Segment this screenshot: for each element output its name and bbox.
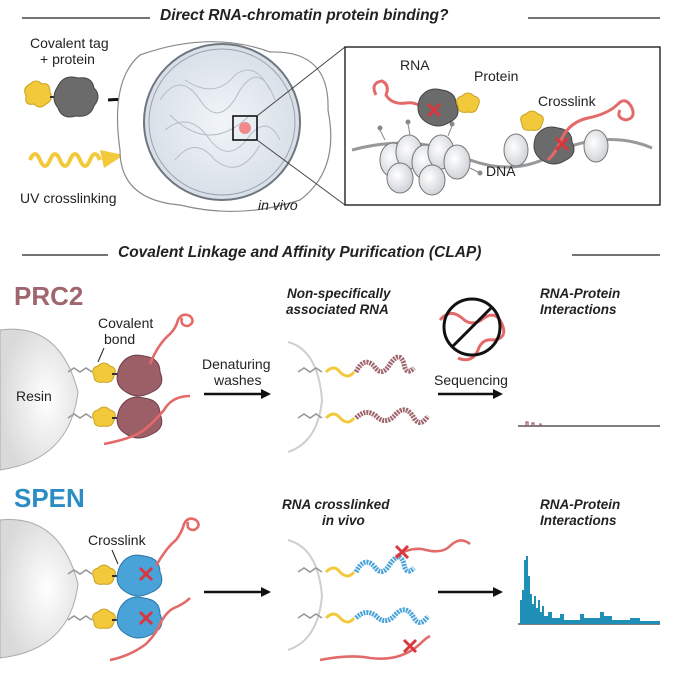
denaturing-washes-line1: Denaturing (202, 356, 271, 372)
inset-rna-label: RNA (400, 57, 430, 73)
prc2-complex-top (67, 313, 194, 397)
no-symbol-icon (438, 297, 506, 362)
inset-rna-right (546, 99, 635, 162)
nucleosome-cluster (379, 134, 471, 196)
covalent-bond-pointer (97, 347, 105, 363)
resin-bead-mid-prc2 (287, 341, 324, 453)
prc2-label: PRC2 (14, 281, 84, 311)
nucleus (143, 43, 301, 201)
resin-label: Resin (16, 388, 52, 404)
resin-bead-mid-spen (287, 539, 324, 651)
nucleosome (503, 133, 529, 167)
uv-crosslinking-label: UV crosslinking (20, 190, 117, 206)
in-vivo-label: in vivo (258, 197, 298, 213)
denatured-spen-top (297, 539, 471, 578)
rna-spot (239, 122, 251, 134)
covalent-bond-label-line2: bond (104, 331, 136, 347)
sequencing-label: Sequencing (434, 372, 508, 388)
prc2-signal-track (518, 421, 660, 427)
spen-crosslink-label: Crosslink (88, 532, 146, 548)
spen-mid-header-line1: RNA crosslinked (282, 497, 390, 512)
spen-signal-track (518, 556, 660, 625)
nonspecific-header-line1: Non-specifically (287, 286, 391, 301)
inset-protein-label: Protein (474, 68, 519, 84)
nonspecific-header-line2: associated RNA (286, 302, 389, 317)
spen-interactions-header-line2: Interactions (540, 513, 617, 528)
denaturing-washes-line2: washes (214, 372, 262, 388)
nucleosome (583, 129, 609, 163)
crosslink-x-icon (426, 102, 442, 118)
spen-label: SPEN (14, 483, 85, 513)
spen-complex-bottom (67, 596, 191, 662)
denatured-prc2-top (297, 354, 416, 378)
covalent-bond-label-line1: Covalent (98, 315, 154, 331)
resin-bead-prc2 (0, 328, 79, 471)
prc2-interactions-header-line1: RNA-Protein (540, 286, 621, 301)
covalent-tag-label-line2: + protein (40, 51, 95, 67)
crosslink-pointer (111, 549, 119, 565)
prc2-interactions-header-line2: Interactions (540, 302, 617, 317)
histone-tails (377, 119, 483, 176)
top-section-title: Direct RNA-chromatin protein binding? (160, 7, 449, 24)
inset-protein-right (533, 126, 575, 165)
zoom-box (232, 115, 258, 141)
covalent-tag-label-line1: Covalent tag (30, 35, 109, 51)
clap-section-title: Covalent Linkage and Affinity Purificati… (118, 244, 482, 261)
chromatin-tangle (159, 69, 281, 168)
nucleus-inner-rim (148, 48, 296, 196)
prc2-complex-bottom (67, 394, 191, 446)
uv-wave-icon (28, 150, 124, 168)
tag-protein-icon (24, 76, 99, 118)
crosslink-x-icon (554, 136, 570, 152)
spen-mid-header-line2: in vivo (322, 513, 365, 528)
spen-complex-top (67, 517, 200, 597)
resin-bead-spen (0, 519, 79, 659)
denatured-prc2-bottom (297, 407, 431, 425)
denatured-spen-bottom (297, 607, 431, 662)
spen-interactions-header-line1: RNA-Protein (540, 497, 621, 512)
inset-crosslink-label: Crosslink (538, 93, 596, 109)
inset-dna-label: DNA (486, 163, 516, 179)
